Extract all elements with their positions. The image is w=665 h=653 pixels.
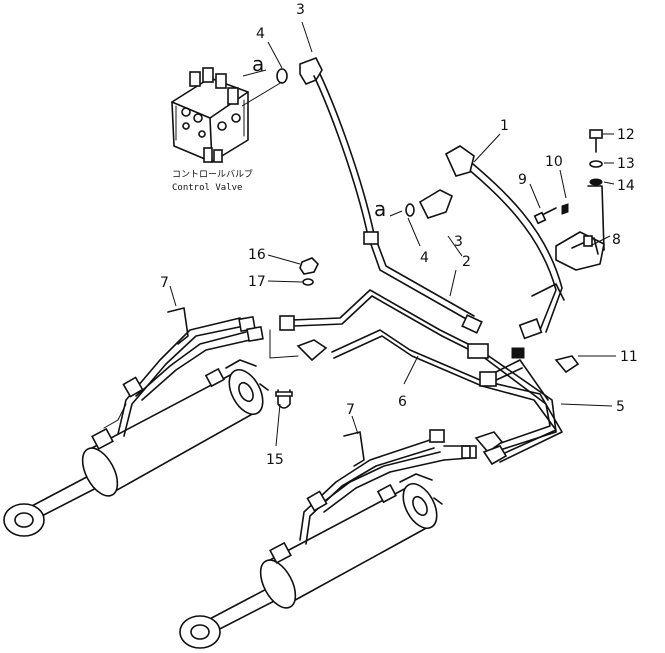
fitting-center <box>467 343 489 359</box>
cylinder-left <box>3 359 269 537</box>
cylinder-right <box>179 473 443 649</box>
part-number-4-mid: 4 <box>420 250 429 266</box>
part-number-8: 8 <box>612 232 621 248</box>
bolt-9 <box>533 207 557 225</box>
part-number-5: 5 <box>616 399 625 415</box>
washer-10 <box>561 203 569 215</box>
joint-hose-left-b <box>296 339 328 362</box>
svg-text:Control Valve: Control Valve <box>172 183 242 193</box>
fitting-pipe1 <box>518 318 543 340</box>
part-number-2: 2 <box>462 254 471 270</box>
u-bolt-15 <box>277 389 291 409</box>
plate-pipe1 <box>531 283 565 301</box>
elbow-3-mid <box>418 189 454 219</box>
part-number-11: 11 <box>620 349 638 365</box>
hoses-left <box>103 307 264 437</box>
part-number-9: 9 <box>518 172 527 188</box>
o-ring-4-top <box>276 68 288 84</box>
o-ring-4-mid <box>405 203 415 217</box>
ref-letter-a-top: a <box>252 52 264 76</box>
washer-13 <box>589 160 603 168</box>
pipe-main-run <box>313 73 475 321</box>
pipe-6 <box>331 329 563 463</box>
clamp-11 <box>554 355 580 374</box>
control-valve-label: コントロールバルブ Control Valve <box>172 168 253 193</box>
ref-letter-a-mid: a <box>374 197 386 221</box>
clamp-center <box>511 347 525 359</box>
leader-lines <box>169 21 616 447</box>
part-number-3-top: 3 <box>296 2 305 18</box>
pipe-1 <box>444 145 563 333</box>
part-number-7-right: 7 <box>346 402 355 418</box>
part-number-10: 10 <box>545 154 563 170</box>
pipe-5 <box>487 359 549 401</box>
control-valve-drawing <box>171 67 249 163</box>
fitting-pipe2 <box>461 314 483 334</box>
arrow-a-mid <box>389 210 403 217</box>
part-number-13: 13 <box>617 156 635 172</box>
svg-text:コントロールバルブ: コントロールバルブ <box>172 168 253 180</box>
part-number-12: 12 <box>617 127 635 143</box>
bracket-8 <box>555 185 605 271</box>
part-number-16: 16 <box>248 247 266 263</box>
washer-17 <box>302 278 314 286</box>
elbow-3-top <box>299 56 323 85</box>
joint-hose-left-a <box>279 315 295 331</box>
part-number-14: 14 <box>617 178 635 194</box>
part-number-17: 17 <box>248 274 266 290</box>
part-number-4-top: 4 <box>256 26 265 42</box>
part-number-1: 1 <box>500 118 509 134</box>
pipe-2 <box>291 289 557 451</box>
part-number-6: 6 <box>398 394 407 410</box>
fitting-pipe5 <box>479 371 497 387</box>
nut-16 <box>299 257 319 275</box>
part-number-7-left: 7 <box>160 275 169 291</box>
arrow-a-top <box>242 69 267 77</box>
hoses-right <box>299 429 508 545</box>
part-number-15: 15 <box>266 452 284 468</box>
part-number-3-mid: 3 <box>454 234 463 250</box>
washer-14 <box>589 178 603 186</box>
bolt-12 <box>589 129 603 153</box>
